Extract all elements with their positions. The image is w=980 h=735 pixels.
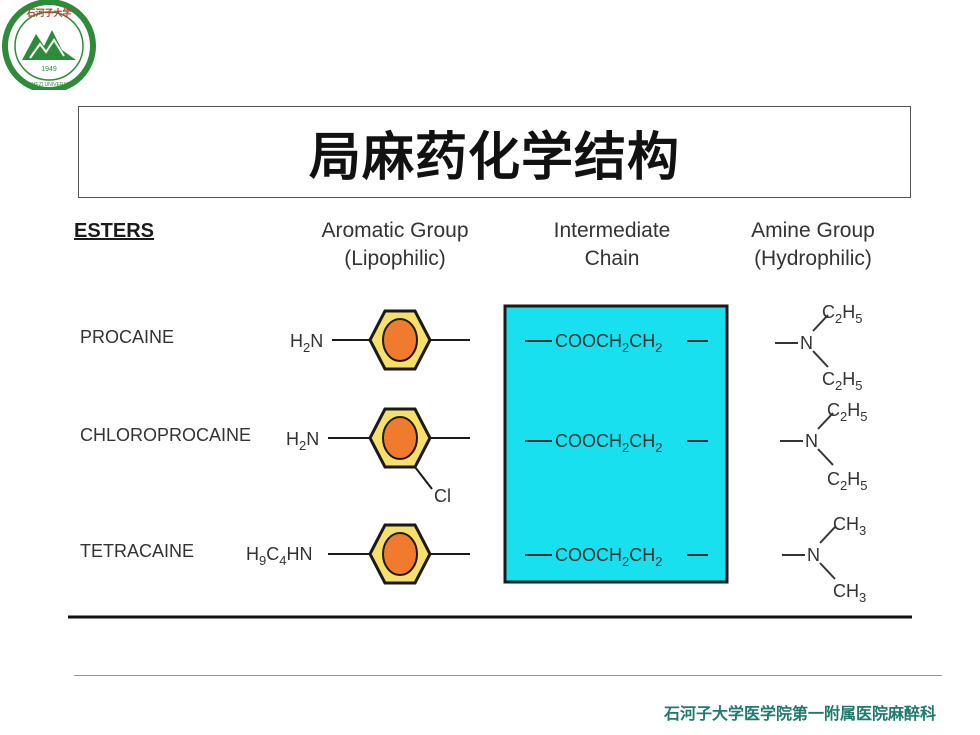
row-tetracaine: TETRACAINE H9C4HN COOCH2CH2 N CH3 CH3 bbox=[80, 514, 866, 605]
aromatic-substituent: H2N bbox=[286, 429, 319, 453]
header-amine-line1: Amine Group bbox=[751, 219, 875, 242]
amine-nitrogen: N bbox=[805, 431, 818, 451]
slide-title: 局麻药化学结构 bbox=[308, 127, 680, 188]
footer-divider bbox=[74, 675, 942, 676]
ring-chloro-substituent: Cl bbox=[434, 486, 451, 506]
aromatic-substituent: H9C4HN bbox=[246, 544, 312, 568]
footer-department: 石河子大学医学院第一附属医院麻醉科 bbox=[663, 704, 936, 723]
logo-year: 1949 bbox=[41, 66, 57, 73]
drug-name: PROCAINE bbox=[80, 327, 174, 347]
header-intermediate-line2: Chain bbox=[585, 247, 640, 270]
amine-bottom-group: C2H5 bbox=[827, 469, 867, 493]
title-box: 局麻药化学结构 bbox=[78, 106, 911, 198]
drug-name: CHLOROPROCAINE bbox=[80, 425, 251, 445]
amine-nitrogen: N bbox=[807, 545, 820, 565]
header-aromatic-line1: Aromatic Group bbox=[321, 219, 468, 242]
amine-top-group: C2H5 bbox=[827, 400, 867, 424]
aromatic-substituent: H2N bbox=[290, 331, 323, 355]
class-label-esters: ESTERS bbox=[74, 220, 154, 242]
header-amine-line2: (Hydrophilic) bbox=[754, 247, 872, 270]
amine-top-group: CH3 bbox=[833, 514, 866, 538]
amine-nitrogen: N bbox=[800, 333, 813, 353]
header-intermediate-line1: Intermediate bbox=[554, 219, 671, 242]
drug-name: TETRACAINE bbox=[80, 541, 194, 561]
university-logo: 石河子大学 1949 SHIHEZI UNIVERSITY bbox=[2, 0, 96, 90]
row-procaine: PROCAINE H2N COOCH2CH2 N C2H5 C2H5 bbox=[80, 302, 862, 393]
ester-structure-figure: ESTERS Aromatic Group (Lipophilic) Inter… bbox=[68, 219, 912, 619]
amine-top-group: C2H5 bbox=[822, 302, 862, 326]
amine-bottom-group: CH3 bbox=[833, 581, 866, 605]
header-aromatic-line2: (Lipophilic) bbox=[344, 247, 446, 270]
logo-top-text: 石河子大学 bbox=[25, 7, 71, 18]
logo-bottom-text: SHIHEZI UNIVERSITY bbox=[23, 82, 75, 88]
row-chloroprocaine: CHLOROPROCAINE H2N Cl COOCH2CH2 N C2H5 C… bbox=[80, 400, 867, 506]
intermediate-chain-box bbox=[503, 304, 729, 584]
amine-bottom-group: C2H5 bbox=[822, 369, 862, 393]
